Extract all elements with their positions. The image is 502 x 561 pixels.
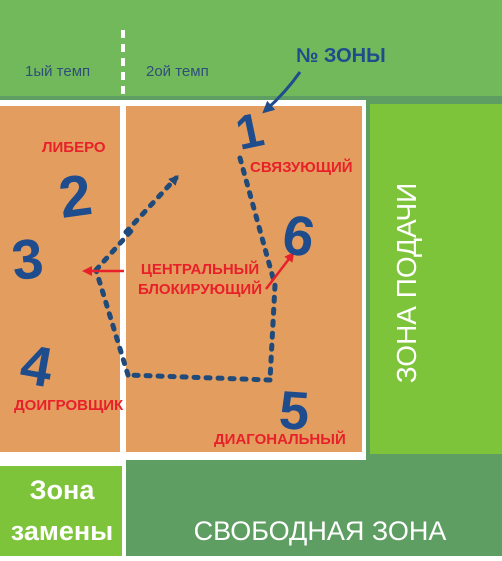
zone-number-5: 5: [277, 380, 311, 442]
service-zone-label: ЗОНА ПОДАЧИ: [391, 183, 422, 384]
service-zone-area: [370, 104, 502, 454]
zone-number-pointer: [262, 71, 302, 114]
court-back-zone: [126, 106, 362, 452]
opposite-label: ДИАГОНАЛЬНЫЙ: [214, 430, 346, 448]
substitution-zone: [0, 466, 122, 556]
path-left-up: [93, 227, 135, 273]
red-arrow-right: [265, 251, 295, 290]
outside-hitter-label: ДОИГРОВЩИК: [14, 397, 124, 414]
free-zone-label: СВОБОДНАЯ ЗОНА: [194, 516, 447, 546]
tempo-1-label: 1ый темп: [25, 63, 90, 80]
free-zone: [126, 460, 502, 556]
header-band: [0, 0, 502, 100]
middle-blocker-label-line2: БЛОКИРУЮЩИЙ: [138, 280, 262, 298]
setter-label: СВЯЗУЮЩИЙ: [250, 158, 353, 176]
path-forward-arrow: [123, 175, 179, 235]
movement-paths: [93, 155, 278, 383]
libero-label: ЛИБЕРО: [42, 139, 106, 156]
path-left: [93, 267, 131, 378]
path-setter: [237, 155, 278, 383]
substitution-zone-label-line2: замены: [11, 516, 113, 546]
zone-number-3: 3: [9, 226, 47, 292]
substitution-zone-label-line1: Зона: [30, 475, 96, 505]
zone-number-label: № ЗОНЫ: [296, 45, 386, 67]
middle-blocker-label-line1: ЦЕНТРАЛЬНЫЙ: [141, 260, 259, 278]
path-bottom: [125, 372, 273, 383]
tempo-2-label: 2ой темп: [146, 63, 209, 80]
